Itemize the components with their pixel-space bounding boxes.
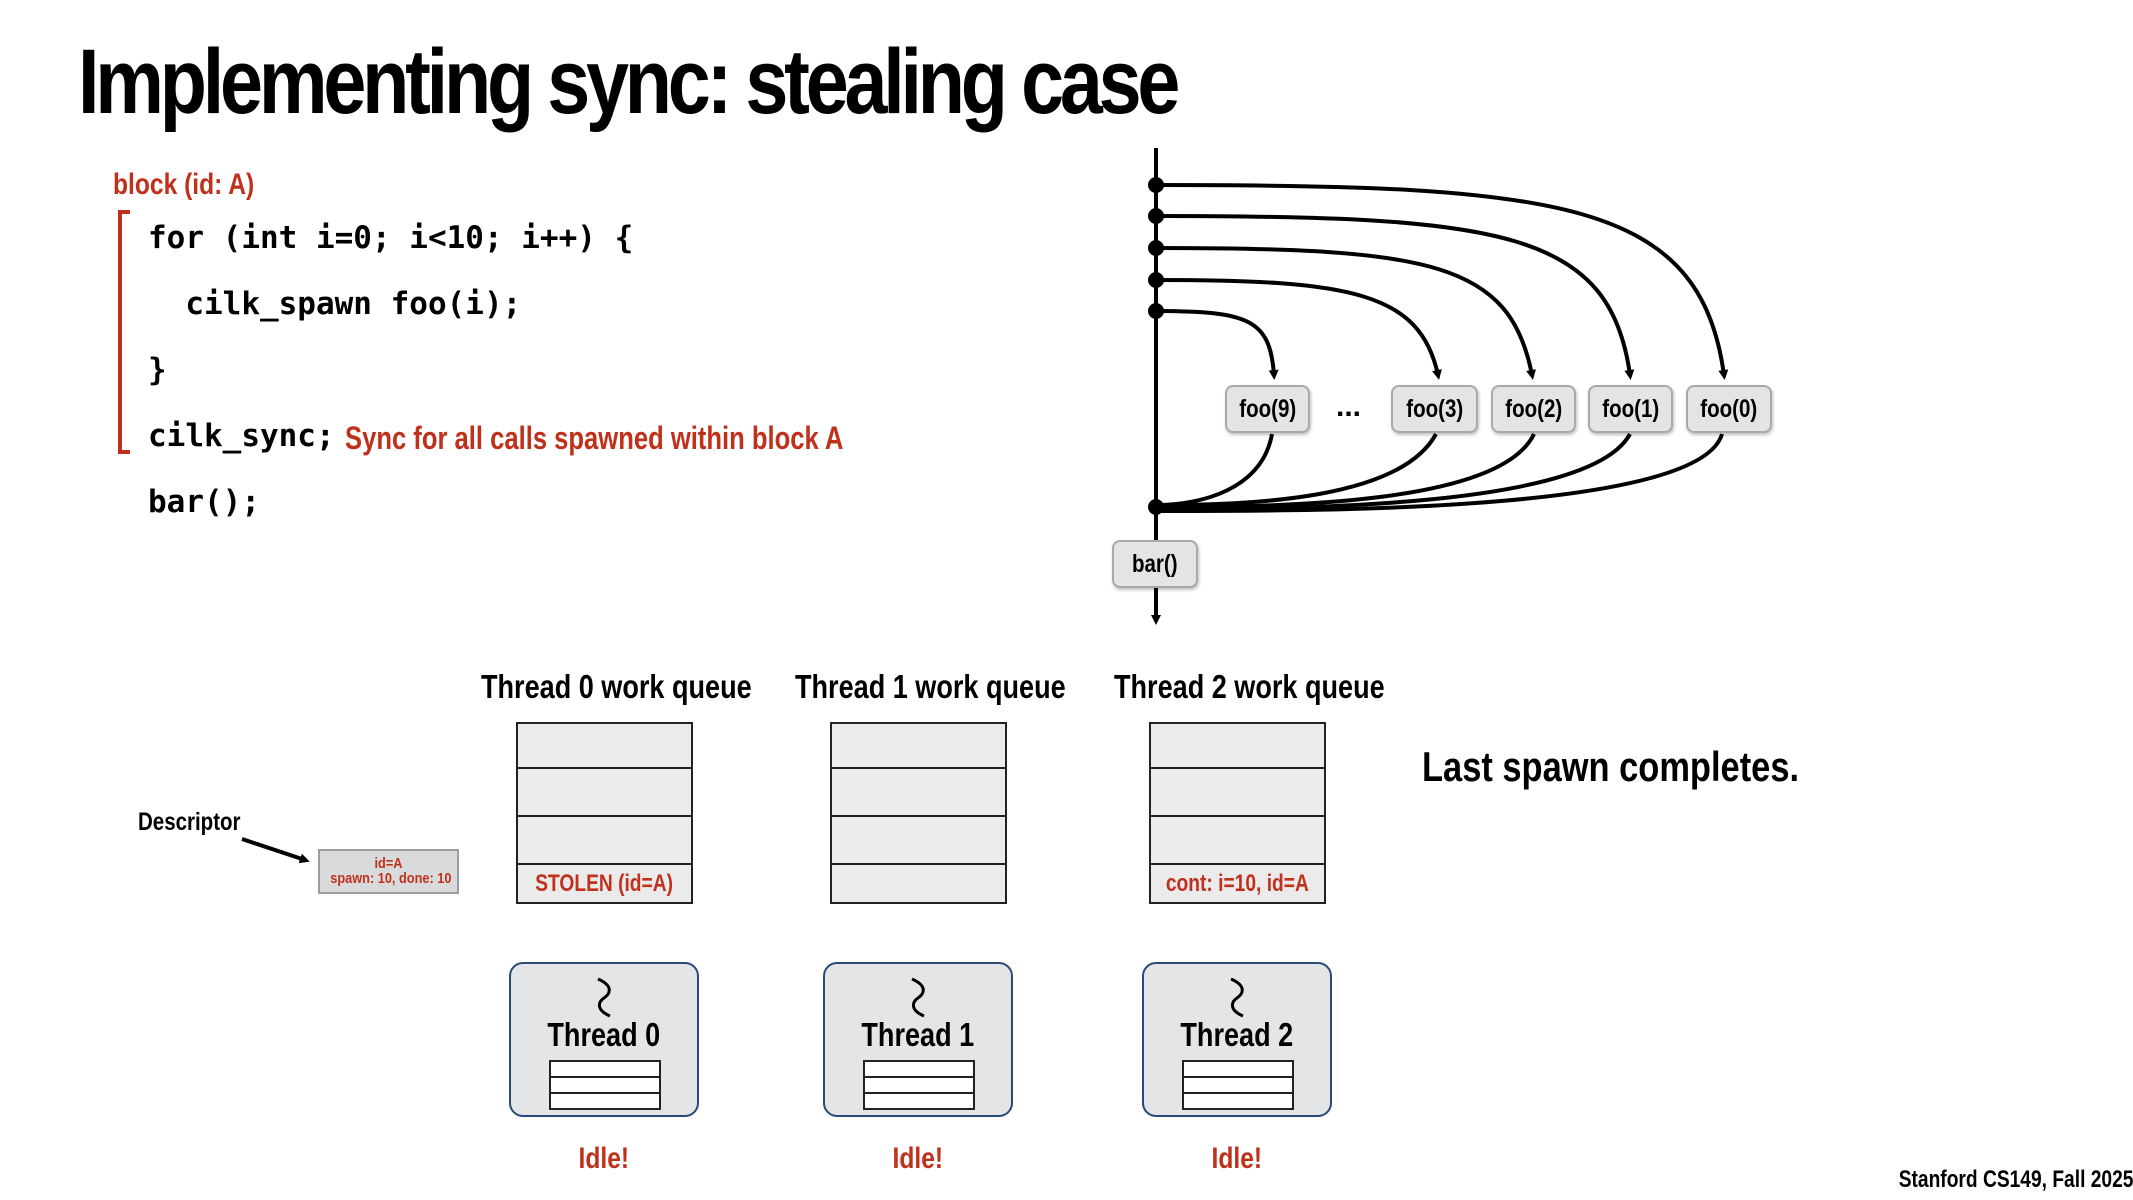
thread-name: Thread 2	[1180, 1016, 1294, 1053]
thread-squiggle-icon	[597, 977, 611, 1018]
footer-credit: Stanford CS149, Fall 2025	[1898, 1166, 2133, 1193]
queue-slot	[832, 865, 1005, 902]
thread-squiggle-icon	[1230, 977, 1244, 1018]
queue-slot-stolen: STOLEN (id=A)	[535, 869, 674, 897]
join-edge-foo9	[1155, 433, 1274, 507]
queue-label-thread2: Thread 2 work queue	[1114, 668, 1385, 705]
slide-title: Implementing sync: stealing case	[78, 31, 1180, 133]
join-edge-foo3	[1155, 433, 1438, 507]
queue-slot	[518, 817, 691, 865]
thread-squiggle-icon	[911, 977, 925, 1018]
work-queue-thread0: STOLEN (id=A)	[516, 722, 693, 904]
descriptor-box: id=A spawn: 10, done: 10	[318, 849, 459, 894]
code-line-5: bar();	[148, 484, 260, 520]
code-line-4: cilk_sync;	[148, 418, 335, 454]
thread-name: Thread 1	[861, 1016, 975, 1053]
work-queue-thread2: cont: i=10, id=A	[1149, 722, 1326, 904]
spawn-points	[1148, 177, 1164, 515]
queue-slot	[518, 724, 691, 769]
code-line-3: }	[148, 352, 167, 388]
node-foo0: foo(0)	[1686, 385, 1772, 433]
descriptor-arrow	[241, 837, 310, 864]
block-bracket	[118, 210, 130, 454]
graph-edges	[1151, 148, 1729, 625]
thread-status-2: Idle!	[1211, 1142, 1263, 1175]
queue-slot	[518, 769, 691, 817]
queue-slot	[832, 769, 1005, 817]
node-foo3: foo(3)	[1391, 385, 1478, 433]
spawn-edge-foo9	[1155, 309, 1279, 380]
thread-registers	[863, 1060, 975, 1110]
thread-status-1: Idle!	[892, 1142, 944, 1175]
sync-note: Sync for all calls spawned within block …	[345, 420, 844, 456]
work-queue-thread1	[830, 722, 1007, 904]
queue-slot	[1151, 769, 1324, 817]
node-foo9: foo(9)	[1225, 385, 1310, 433]
queue-slot-continuation: cont: i=10, id=A	[1166, 869, 1309, 897]
node-foo1: foo(1)	[1588, 385, 1673, 433]
node-foo2: foo(2)	[1491, 385, 1576, 433]
queue-slot	[832, 817, 1005, 865]
code-line-2: cilk_spawn foo(i);	[148, 286, 522, 322]
queue-label-thread0: Thread 0 work queue	[481, 668, 752, 705]
queue-slot	[1151, 817, 1324, 865]
thread-status-0: Idle!	[578, 1142, 630, 1175]
node-ellipsis: ...	[1336, 390, 1362, 423]
queue-label-thread1: Thread 1 work queue	[795, 668, 1066, 705]
descriptor-label: Descriptor	[138, 808, 241, 836]
queue-slot	[1151, 724, 1324, 769]
queue-slot	[832, 724, 1005, 769]
descriptor-counts: spawn: 10, done: 10	[330, 870, 452, 887]
descriptor-id: id=A	[374, 855, 403, 872]
block-label: block (id: A)	[113, 168, 255, 201]
join-edge-foo2	[1155, 433, 1536, 509]
join-edge-foo1	[1155, 433, 1632, 511]
thread-registers	[1182, 1060, 1294, 1110]
thread-name: Thread 0	[547, 1016, 661, 1053]
spawn-edge-foo3	[1155, 278, 1442, 380]
thread-box-2: Thread 2	[1142, 962, 1332, 1117]
node-bar: bar()	[1112, 540, 1198, 588]
status-message: Last spawn completes.	[1422, 743, 1800, 790]
code-line-1: for (int i=0; i<10; i++) {	[148, 220, 634, 256]
thread-registers	[549, 1060, 661, 1110]
thread-box-1: Thread 1	[823, 962, 1013, 1117]
spawn-edge-foo2	[1155, 246, 1536, 380]
thread-box-0: Thread 0	[509, 962, 699, 1117]
spawn-edge-foo1	[1155, 214, 1635, 380]
join-edge-foo0	[1155, 433, 1724, 514]
spawn-edge-foo0	[1155, 183, 1729, 380]
